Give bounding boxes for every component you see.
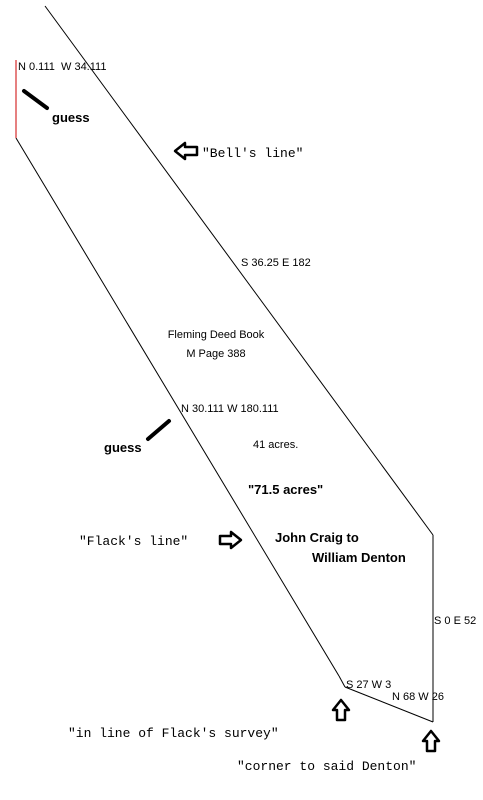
deed-book-line2: M Page 388 bbox=[186, 348, 245, 360]
flack-survey-callout: "in line of Flack's survey" bbox=[68, 726, 279, 741]
denton-corner-callout: "corner to said Denton" bbox=[237, 759, 416, 774]
flacks-line-callout: "Flack's line" bbox=[79, 534, 188, 549]
bearing-south-long: N 68 W 26 bbox=[392, 691, 444, 703]
south-boundary-long bbox=[344, 686, 434, 723]
bearing-east-side: S 0 E 52 bbox=[434, 615, 476, 627]
bearing-south-short: S 27 W 3 bbox=[346, 679, 391, 691]
bells-line-callout: "Bell's line" bbox=[202, 146, 303, 161]
deed-book-line1: Fleming Deed Book bbox=[168, 329, 265, 341]
guess-label-upper: guess bbox=[52, 110, 90, 125]
bells-line-arrow-icon bbox=[173, 141, 199, 161]
conveyance-line1: John Craig to bbox=[275, 530, 359, 545]
bearing-bells-side: S 36.25 E 182 bbox=[241, 257, 311, 269]
flack-survey-arrow-icon bbox=[331, 698, 351, 722]
guess-label-lower: guess bbox=[104, 440, 142, 455]
south-boundary-short bbox=[338, 675, 346, 688]
flacks-line-boundary bbox=[15, 137, 340, 677]
bearing-north-west: N 0.111 W 34.111 bbox=[18, 61, 106, 73]
acres-small-label: 41 acres. bbox=[253, 439, 298, 451]
bells-line-boundary bbox=[44, 5, 434, 536]
guess-mark-lower bbox=[146, 419, 171, 441]
conveyance-line2: William Denton bbox=[312, 550, 406, 565]
bearing-flacks-side: N 30.111 W 180.111 bbox=[181, 403, 279, 415]
denton-corner-arrow-icon bbox=[421, 729, 441, 753]
acres-big-label: "71.5 acres" bbox=[248, 482, 323, 497]
flacks-line-arrow-icon bbox=[218, 530, 243, 550]
guess-mark-upper bbox=[22, 89, 49, 110]
